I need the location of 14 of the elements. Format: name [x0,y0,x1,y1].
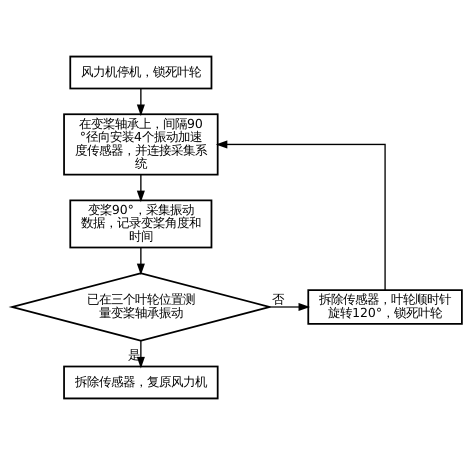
arrow [136,88,145,116]
edge-label: 是 [128,346,140,362]
node-diamond: 已在三个叶轮位置测量变桨轴承振动 [8,272,274,342]
node-box: 风力机停机，锁死叶轮 [69,55,212,89]
arrow [136,174,145,202]
edge-label: 否 [272,291,284,306]
node-box: 拆除传感器，复原风力机 [63,365,219,399]
node-box: 在变桨轴承上，间隔90°径向安装4个振动加速度传感器，并连接采集系统 [63,112,219,176]
arrow [270,302,310,311]
arrow [136,247,145,275]
arrow [136,340,145,368]
arrow [216,140,386,290]
node-box: 变桨90°，采集振动数据，记录变桨角度和时间 [69,199,212,248]
node-box: 拆除传感器，叶轮顺时针旋转120°，锁死叶轮 [307,288,463,324]
